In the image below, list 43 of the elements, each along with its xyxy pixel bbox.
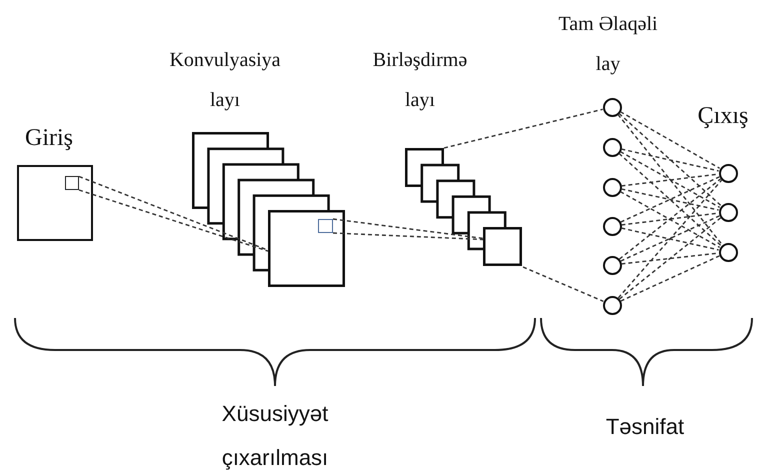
receptive-field-box: [318, 219, 333, 233]
dashed-connector: [618, 180, 722, 298]
dashed-connector: [620, 150, 720, 208]
dashed-connector: [620, 111, 720, 169]
neuron-circle: [602, 216, 622, 236]
dashed-connector: [618, 112, 722, 206]
layer-label: Tam Əlaqəli lay: [557, 12, 659, 77]
dashed-connector: [620, 255, 720, 302]
neuron-circle: [718, 164, 738, 182]
section-label: Təsnifat: [604, 413, 686, 441]
dashed-connector: [621, 252, 719, 265]
dashed-connector: [332, 218, 484, 240]
dashed-connector: [78, 189, 268, 252]
dashed-connector: [620, 190, 720, 248]
section-label: Xüsusiyyət çıxarılması: [220, 400, 330, 472]
neuron-circle: [718, 202, 738, 222]
dashed-connector: [620, 215, 720, 262]
neuron-circle: [602, 256, 622, 274]
dashed-connector: [618, 217, 722, 300]
dashed-connector: [621, 148, 719, 172]
dashed-connector: [618, 152, 722, 246]
neuron-circle: [718, 242, 738, 262]
neuron-circle: [602, 138, 622, 156]
feature-map-square: [17, 165, 93, 241]
feature-map-stack-drawing: [405, 148, 523, 267]
dashed-connector: [444, 108, 603, 149]
dashed-connector: [522, 266, 604, 302]
dashed-connector: [78, 176, 268, 251]
dashed-connector: [617, 114, 723, 246]
neuron-circle: [602, 296, 622, 314]
feature-map-stack-drawing: [192, 132, 346, 288]
dashed-connector: [621, 227, 719, 251]
layer-label: Çıxış: [696, 102, 750, 131]
layer-label: Konvulyasiya layı: [168, 48, 282, 113]
layer-label: Giriş: [24, 124, 74, 153]
dashed-connector: [618, 178, 722, 260]
neuron-circle: [602, 98, 622, 116]
layer-label: Birləşdirmə layı: [372, 48, 468, 113]
dashed-connector: [620, 176, 720, 223]
dashed-connector: [332, 232, 484, 240]
receptive-field-box: [64, 176, 78, 190]
neuron-circle: [602, 178, 622, 196]
dashed-connector: [621, 188, 719, 211]
